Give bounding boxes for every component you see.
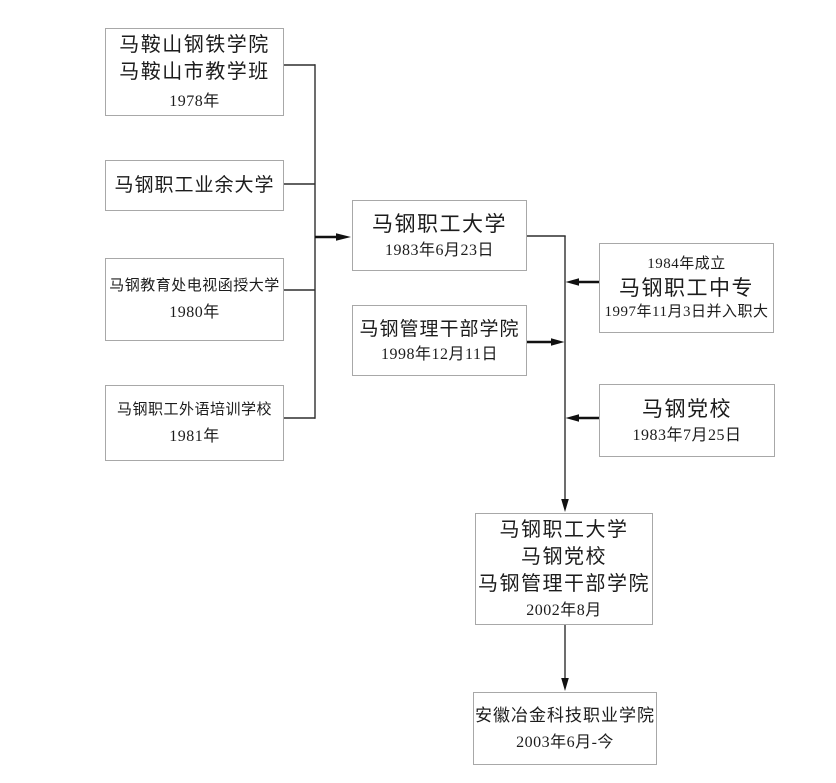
node-date: 1983年7月25日 [632, 426, 742, 444]
node-anhui-vocational-college: 安徽冶金科技职业学院 2003年6月-今 [473, 692, 657, 765]
node-title: 马钢管理干部学院 [359, 318, 520, 340]
node-tv-correspondence-university: 马钢教育处电视函授大学 1980年 [105, 258, 284, 341]
node-date: 1981年 [169, 427, 220, 445]
node-date: 1978年 [169, 93, 220, 110]
arrowhead-cadre-institute [551, 338, 565, 346]
node-title-line2: 马钢党校 [521, 546, 607, 568]
arrowhead-into-staff-univ [336, 233, 351, 241]
node-title: 马钢教育处电视函授大学 [109, 278, 280, 294]
node-title: 马钢职工外语培训学校 [116, 401, 272, 418]
node-title: 马钢党校 [642, 396, 732, 421]
node-title: 安徽冶金科技职业学院 [475, 706, 655, 725]
node-staff-secondary-school: 1984年成立 马钢职工中专 1997年11月3日并入职大 [599, 243, 774, 333]
node-merged-2002: 马钢职工大学 马钢党校 马钢管理干部学院 2002年8月 [475, 513, 653, 625]
node-date: 1998年12月11日 [381, 345, 498, 363]
node-management-cadre-institute: 马钢管理干部学院 1998年12月11日 [352, 305, 527, 376]
arrowhead-into-merged [561, 499, 569, 512]
arrowhead-secondary-school [565, 278, 579, 286]
node-merged-note: 1997年11月3日并入职大 [604, 303, 769, 320]
node-foreign-language-school: 马钢职工外语培训学校 1981年 [105, 385, 284, 461]
node-title: 马钢职工中专 [619, 275, 754, 300]
node-date: 1980年 [169, 304, 220, 321]
node-title-line1: 马鞍山钢铁学院 [119, 34, 270, 56]
node-title: 马钢职工业余大学 [114, 175, 275, 196]
node-title: 马钢职工大学 [372, 211, 507, 236]
arrowhead-party-school [565, 414, 579, 422]
node-staff-university: 马钢职工大学 1983年6月23日 [352, 200, 527, 271]
node-title-line3: 马钢管理干部学院 [478, 573, 650, 595]
node-date: 2002年8月 [526, 602, 602, 619]
arrowhead-into-college [561, 678, 569, 691]
node-party-school: 马钢党校 1983年7月25日 [599, 384, 775, 457]
node-maanshan-steel-institute: 马鞍山钢铁学院 马鞍山市教学班 1978年 [105, 28, 284, 116]
node-date: 2003年6月-今 [516, 734, 614, 751]
node-title-line2: 马鞍山市教学班 [119, 61, 270, 83]
node-date: 1983年6月23日 [384, 241, 494, 259]
node-spare-time-university: 马钢职工业余大学 [105, 160, 284, 211]
node-founded: 1984年成立 [647, 255, 726, 272]
node-title-line1: 马钢职工大学 [499, 519, 629, 541]
